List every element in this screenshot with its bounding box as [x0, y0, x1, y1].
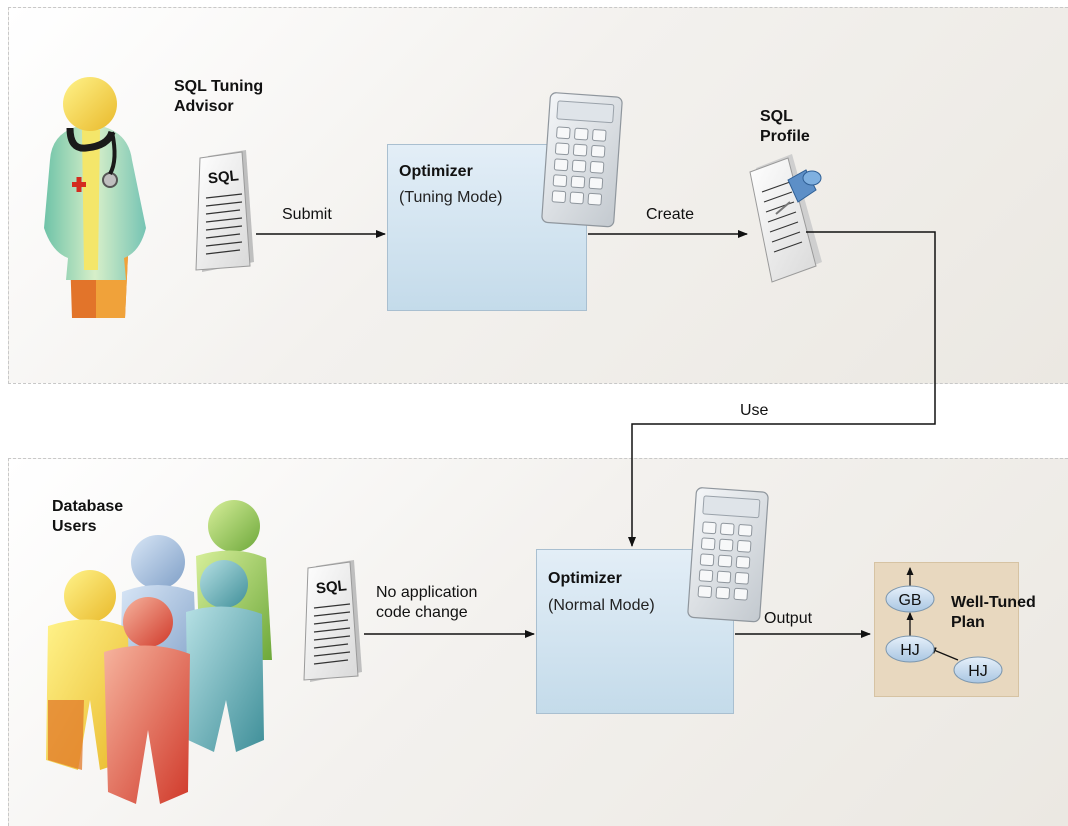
submit-label: Submit [282, 206, 332, 223]
create-label: Create [646, 206, 695, 223]
sql-document-icon: SQL [303, 560, 362, 682]
optimizer-normal-title: Optimizer [548, 570, 622, 587]
sql-doc-label-top: SQL [207, 167, 239, 187]
plan-node-gb [885, 585, 935, 613]
plan-node-hj [885, 635, 935, 663]
optimizer-tuning-mode: (Tuning Mode) [399, 189, 503, 206]
output-label: Output [764, 610, 813, 627]
plan-node-hj-label: HJ [900, 642, 920, 659]
plan-node-hj-label: HJ [968, 663, 988, 680]
sql-document-icon: SQL [195, 150, 254, 272]
doctor-figure-icon [44, 77, 146, 318]
use-label: Use [740, 402, 769, 419]
pinned-document-icon [749, 154, 822, 283]
calculator-icon [541, 92, 623, 228]
sql-profile-title: SQL Profile [760, 108, 810, 145]
optimizer-normal-mode: (Normal Mode) [548, 597, 655, 614]
database-users-title: Database Users [52, 498, 124, 535]
calculator-icon [687, 487, 769, 623]
well-tuned-plan-title: Well-Tuned Plan [951, 594, 1036, 631]
plan-node-gb-label: GB [898, 592, 921, 609]
user-group-icon [46, 500, 272, 804]
advisor-title: SQL Tuning Advisor [174, 78, 264, 115]
no-code-change-label: No application code change [376, 584, 478, 621]
sql-doc-label-bottom: SQL [315, 577, 347, 597]
plan-node-hj [953, 656, 1003, 684]
optimizer-tuning-title: Optimizer [399, 163, 473, 180]
use-connector [628, 231, 936, 547]
